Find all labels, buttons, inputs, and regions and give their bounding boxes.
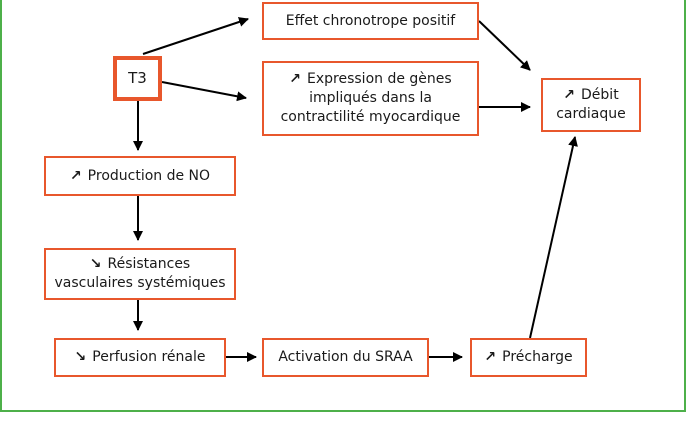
node-expression-line1: ↗Expression de gènes [289,71,452,87]
node-production-no: ↗ Production de NO [44,156,236,196]
node-perfusion: ↘ Perfusion rénale [54,338,226,377]
node-debit-line1: ↗Débit [563,87,619,103]
node-production-no-label: Production de NO [87,167,211,184]
node-perfusion-label: Perfusion rénale [92,349,206,365]
diagram-frame [0,0,686,412]
node-expression-line3: contractilité myocardique [280,109,461,125]
increase-arrow-icon: ↗ [563,87,576,103]
edge-t3-expression [161,81,247,102]
node-sraa: Activation du SRAA [262,338,429,377]
node-expression: ↗Expression de gènes impliqués dans la c… [262,61,479,136]
node-t3-label: T3 [128,69,147,87]
node-sraa-label: Activation du SRAA [278,349,413,365]
node-debit-line2: cardiaque [556,106,626,122]
node-resistances-line2: vasculaires systémiques [54,275,226,291]
decrease-arrow-icon: ↘ [89,256,102,272]
node-precharge-label: Précharge [502,349,573,365]
edge-precharge-debit [529,136,578,339]
decrease-arrow-icon: ↘ [74,349,87,365]
increase-arrow-icon: ↗ [289,71,302,87]
node-chronotrope: Effet chronotrope positif [262,2,479,40]
increase-arrow-icon: ↗ [69,167,82,184]
increase-arrow-icon: ↗ [484,349,497,365]
node-precharge: ↗ Précharge [470,338,587,377]
node-chronotrope-label: Effet chronotrope positif [285,12,456,29]
edge-chronotrope-debit [478,20,531,71]
node-expression-line2: impliqués dans la [309,90,432,106]
node-debit: ↗Débit cardiaque [541,78,641,132]
edge-t3-chronotrope [142,17,249,55]
node-resistances: ↘Résistances vasculaires systémiques [44,248,236,300]
node-t3: T3 [113,56,162,101]
node-resistances-line1: ↘Résistances [89,256,191,272]
